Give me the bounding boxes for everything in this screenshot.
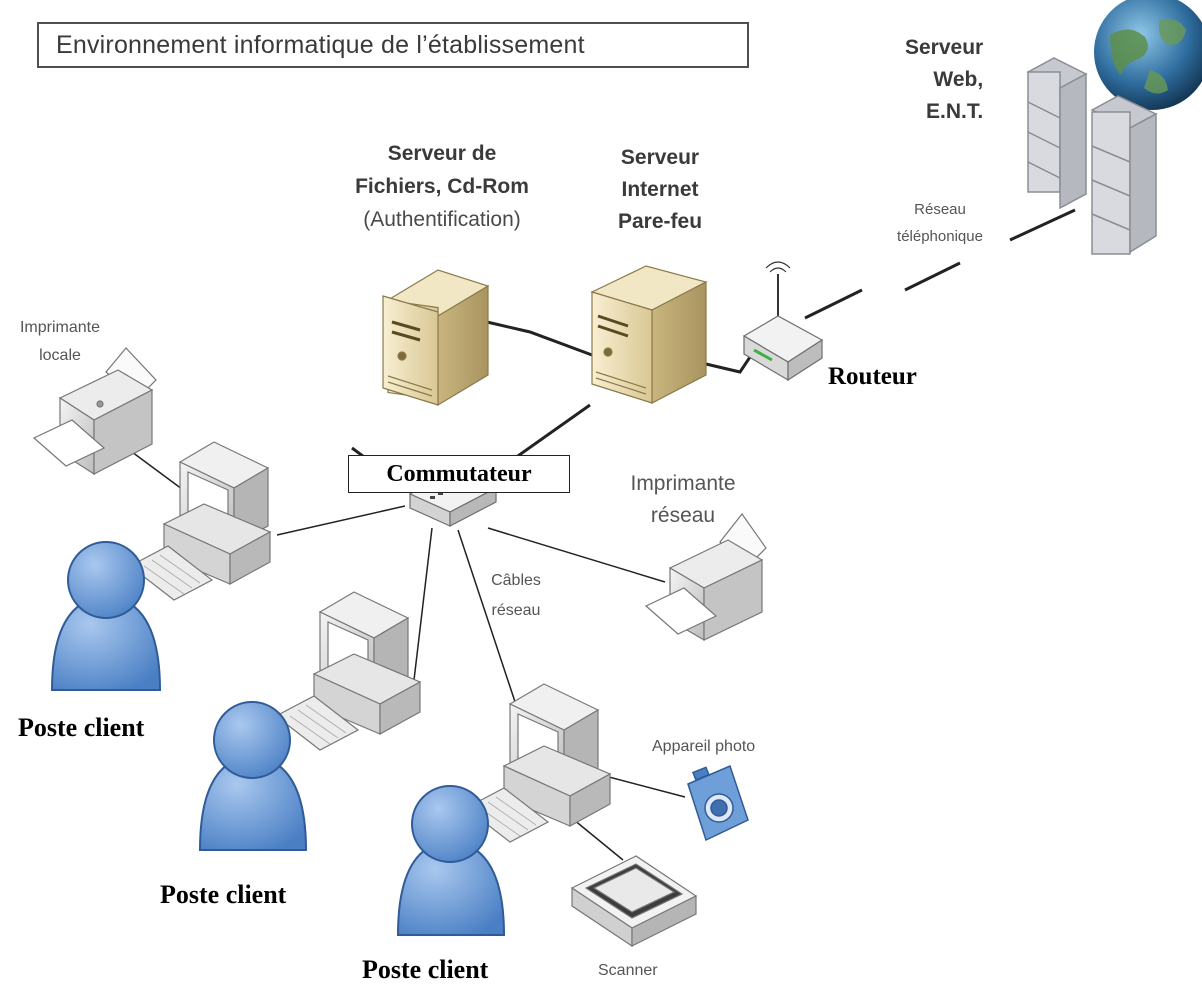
cable-file-server-internet-server: [486, 320, 593, 357]
local-printer-line-1: Imprimante: [19, 319, 101, 336]
network-printer-icon: [644, 512, 767, 642]
file-server-label: Serveur de Fichiers, Cd-Rom (Authentific…: [322, 137, 562, 236]
phone-network-line-1: Réseau: [914, 201, 966, 218]
web-server-line-2: Web,: [933, 68, 984, 91]
page-title: Environnement informatique de l’établiss…: [37, 22, 749, 68]
web-server-line-1: Serveur: [905, 36, 984, 59]
file-server-line-2: Fichiers, Cd-Rom: [355, 175, 529, 198]
web-server-label: Serveur Web, E.N.T.: [905, 32, 983, 128]
cables-line-2: réseau: [491, 602, 541, 619]
internet-server-line-2: Internet: [621, 178, 699, 201]
client-label-3: Poste client: [362, 955, 489, 984]
phone-network-label: Réseau téléphonique: [870, 196, 1010, 250]
cable-switch-network-printer: [487, 527, 666, 583]
scanner-icon: [570, 855, 698, 948]
network-printer-label: Imprimante réseau: [608, 468, 758, 532]
file-server-line-3: (Authentification): [363, 208, 521, 231]
internet-server-line-1: Serveur: [620, 146, 700, 169]
scanner-label: Scanner: [598, 962, 658, 979]
internet-server-line-3: Pare-feu: [617, 210, 703, 233]
local-printer-line-2: locale: [39, 347, 81, 364]
phone-network-line-2: téléphonique: [897, 228, 983, 245]
cables: [131, 208, 1076, 861]
cable-switch-client-1: [276, 505, 406, 536]
cable-router-net-3: [1009, 208, 1076, 242]
person-1-icon: [50, 541, 162, 691]
internet-server-label: Serveur Internet Pare-feu: [590, 142, 730, 238]
cable-router-net-1: [804, 288, 863, 320]
web-server-line-3: E.N.T.: [926, 100, 984, 123]
local-printer-icon: [32, 347, 157, 476]
file-server-icon: [382, 269, 490, 407]
globe-icon: [1094, 0, 1202, 110]
workstation-2-icon: [274, 591, 422, 751]
workstation-1-icon: [128, 441, 272, 601]
cables-line-1: Câbles: [491, 572, 541, 589]
cable-router-net-2: [904, 261, 961, 292]
router-label: Routeur: [828, 363, 917, 390]
file-server-line-1: Serveur de: [387, 142, 497, 165]
local-printer-label: Imprimante locale: [0, 314, 120, 370]
workstation-3-icon: [464, 683, 612, 843]
person-2-icon: [198, 701, 308, 851]
cables-label: Câbles réseau: [476, 566, 556, 626]
switch-label: Commutateur: [348, 455, 570, 493]
internet-server-icon: [590, 265, 708, 404]
person-3-icon: [396, 785, 506, 936]
camera-icon: [687, 764, 749, 842]
cable-switch-client-2: [413, 527, 433, 681]
network-printer-line-2: réseau: [650, 504, 716, 527]
network-printer-line-1: Imprimante: [630, 472, 736, 495]
client-label-1: Poste client: [18, 713, 145, 742]
server-rack-icon: [1026, 57, 1158, 255]
client-label-2: Poste client: [160, 880, 287, 909]
cable-client1-local-printer: [131, 451, 187, 493]
camera-label: Appareil photo: [652, 738, 756, 755]
router-icon: [742, 261, 824, 382]
